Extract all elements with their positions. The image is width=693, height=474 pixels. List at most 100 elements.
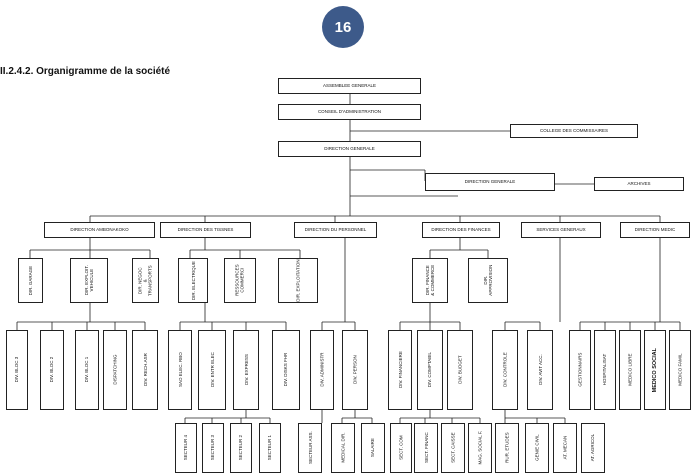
- node-sect-caisse: SECT. CAISSE: [441, 423, 465, 473]
- node-dir-exploitation: DIR. EXPLOITATION: [278, 258, 318, 303]
- node-label: AT. AGRICOL: [590, 434, 596, 462]
- node-label: ARCHIVES: [627, 181, 651, 187]
- node-div-controle: DIV. CONTROLE: [492, 330, 518, 410]
- node-label: DISPATCHING: [112, 354, 118, 386]
- node-div-disks-fhr: DIV. DISKS FHR: [272, 330, 300, 410]
- node-label: HOSPITALISAT: [602, 354, 608, 386]
- node-label: DIV. FINANCIERE: [397, 351, 403, 389]
- node-college-commissaires: COLLEGE DES COMMISSAIRES: [510, 124, 638, 138]
- node-assemblee-generale: ASSEMBLEE GENERALE: [278, 78, 421, 94]
- node-label: DIRECTION DES FINANCES: [431, 227, 491, 233]
- node-label: DIV. EXPRESS: [243, 354, 249, 386]
- node-label: DIRECTION DU PERSONNEL: [304, 227, 367, 233]
- node-label: SAO ELEC. RBO: [177, 352, 183, 388]
- section-title: II.2.4.2. Organigramme de la société: [0, 66, 171, 77]
- node-secteur-3: SECTEUR 3: [202, 423, 224, 473]
- node-label: ASSEMBLEE GENERALE: [322, 83, 377, 89]
- node-dispatching: DISPATCHING: [103, 330, 127, 410]
- node-label: MEDICAL DIR.: [340, 432, 346, 464]
- node-label: RUR. ETUDES: [504, 432, 510, 464]
- node-label: DIV. DISKS FHR: [283, 353, 289, 387]
- page-number-badge: 16: [322, 6, 364, 48]
- node-label: SECTEUR 3: [210, 435, 216, 461]
- node-label: MEDICO LIBRE: [627, 353, 633, 387]
- node-label: DIV. RECH.ASR: [142, 353, 148, 387]
- node-direction-generale-adjointe: DIRECTION GENERALE: [425, 173, 555, 191]
- node-rur-etudes: RUR. ETUDES: [495, 423, 519, 473]
- node-div-person: DIV. PERSON: [342, 330, 368, 410]
- node-sect-financ: SECT. FINANC: [414, 423, 438, 473]
- node-div-express: DIV. EXPRESS: [233, 330, 259, 410]
- node-at-agricol: AT. AGRICOL: [581, 423, 605, 473]
- node-label: SECT. FINANC: [423, 432, 429, 464]
- node-label: MEDICO FAMIL: [677, 353, 683, 387]
- node-label: SECTEUR 4: [183, 435, 189, 461]
- node-div-budget: DIV. BUDGET: [447, 330, 473, 410]
- node-label: GENIE CIVIL: [534, 434, 540, 462]
- node-label: SECT. CAISSE: [450, 432, 456, 464]
- node-medico-social: MEDICO SOCIAL: [644, 330, 666, 410]
- node-div-financiere: DIV. FINANCIERE: [388, 330, 412, 410]
- node-label: DIR. GARAGE: [27, 265, 33, 296]
- node-label: SECT. COM: [398, 435, 404, 461]
- node-label: MAG. SOCIAL F.: [477, 431, 483, 465]
- node-ressources-commerci: RESSOURCES COMMERCI: [224, 258, 256, 303]
- node-direction-finances: DIRECTION DES FINANCES: [422, 222, 500, 238]
- node-label: DIRECTION DES TISSNES: [177, 227, 234, 233]
- node-label: DIV. COMPTABIL: [427, 352, 433, 388]
- node-hospitalisat: HOSPITALISAT: [594, 330, 616, 410]
- node-label: AT. MECAN: [562, 436, 568, 460]
- node-div-entr-elec: DIV. ENTR ELEC: [198, 330, 226, 410]
- node-label: RESSOURCES COMMERCI: [234, 264, 246, 297]
- node-sect-com: SECT. COM: [390, 423, 412, 473]
- node-label: DIV. ENTR ELEC: [209, 352, 215, 388]
- node-label: COLLEGE DES COMMISSAIRES: [539, 128, 609, 134]
- node-div-comptabil: DIV. COMPTABIL: [417, 330, 443, 410]
- node-direction-personnel: DIRECTION DU PERSONNEL: [294, 222, 377, 238]
- node-div-avit-acc: DIV. AVIT ACC.: [527, 330, 553, 410]
- node-medico-famil: MEDICO FAMIL: [669, 330, 691, 410]
- node-conseil-administration: CONSEIL D'ADMINISTRATION: [278, 104, 421, 120]
- node-dir-garage: DIR. GARAGE: [18, 258, 43, 303]
- node-label: DIV. AVIT ACC.: [537, 354, 543, 386]
- node-label: DIR. EXPLOITATION: [295, 259, 301, 302]
- node-label: DIRECTION MEDIC: [634, 227, 676, 233]
- node-label: DIR. EXPLOIT. VEHICULE: [83, 265, 94, 296]
- node-label: GESTIONNAIRS: [577, 352, 583, 387]
- page-number: 16: [334, 18, 352, 36]
- node-dir-exploit-vehicule: DIR. EXPLOIT. VEHICULE: [70, 258, 108, 303]
- node-label: SECTEUR 2: [238, 435, 244, 461]
- node-label: DIRECTION GENERALE: [464, 179, 516, 185]
- node-label: DIV. BLOC 3: [14, 357, 20, 383]
- node-genie-civil: GENIE CIVIL: [525, 423, 549, 473]
- node-sao-elec-rbo: SAO ELEC. RBO: [168, 330, 192, 410]
- node-label: CONSEIL D'ADMINISTRATION: [317, 109, 382, 115]
- node-label: DIV. CONTROLE: [502, 352, 508, 388]
- node-services-generaux: SERVICES GENERAUX: [521, 222, 601, 238]
- node-label: SECTEUR ASS.: [307, 431, 313, 465]
- node-label: MEDICO SOCIAL: [651, 347, 658, 393]
- node-dir-finance-commerce: DIR. FINANCE & COMMERCE: [412, 258, 448, 303]
- node-label: DIRECTION GENERALE: [324, 146, 375, 152]
- node-direction-tissnes: DIRECTION DES TISSNES: [160, 222, 251, 238]
- node-gestionnairs: GESTIONNAIRS: [569, 330, 591, 410]
- node-div-administr: DIV. ADMINISTR: [310, 330, 334, 410]
- node-label: DIR. FINANCE & COMMERCE: [424, 265, 435, 297]
- node-div-bloc-2: DIV. BLOC 2: [40, 330, 64, 410]
- node-label: SECTEUR 1: [267, 435, 273, 461]
- node-div-bloc-3: DIV. BLOC 3: [6, 330, 28, 410]
- node-label: SALAIRE: [370, 438, 376, 458]
- node-secteur-2: SECTEUR 2: [230, 423, 252, 473]
- node-dir-negoc-transports: DIR. NEGOC & TRANSPORTS: [132, 258, 159, 303]
- node-mag-social: MAG. SOCIAL F.: [468, 423, 492, 473]
- node-archives: ARCHIVES: [594, 177, 684, 191]
- node-div-bloc-1: DIV. BLOC 1: [75, 330, 99, 410]
- node-secteur-4: SECTEUR 4: [175, 423, 197, 473]
- node-medico-libre: MEDICO LIBRE: [619, 330, 641, 410]
- node-label: DIRECTION AMBONAKOKO: [70, 227, 129, 233]
- node-secteur-ass: SECTEUR ASS.: [298, 423, 322, 473]
- node-label: DIR. ELECTRIQUE: [190, 260, 196, 300]
- node-label: DIV. BUDGET: [457, 355, 463, 385]
- node-dir-approvision: DIR. APPROVISION: [468, 258, 508, 303]
